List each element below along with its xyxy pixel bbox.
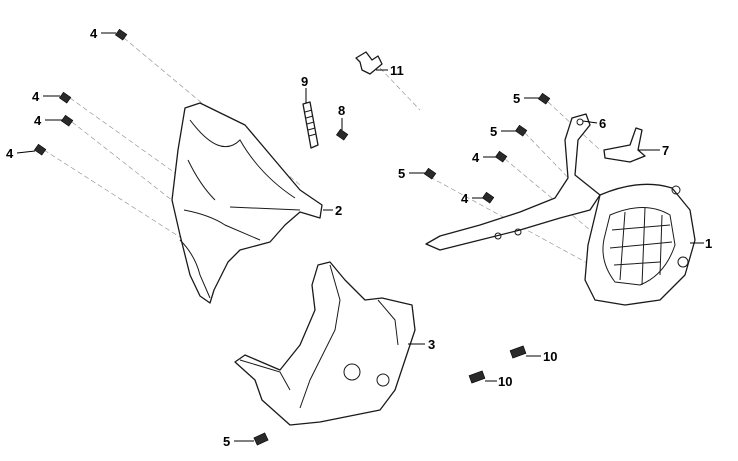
- callout-5: 5: [490, 124, 497, 139]
- callout-10: 10: [543, 349, 557, 364]
- bolt-icon: [482, 191, 495, 204]
- part-6-bracket-arm: [425, 113, 601, 251]
- bolt-icon: [59, 91, 72, 104]
- callout-1: 1: [705, 236, 712, 251]
- bolt-icon: [468, 370, 486, 384]
- part-7-clip-bracket: [603, 127, 646, 163]
- callout-9: 9: [301, 74, 308, 89]
- callout-5: 5: [513, 91, 520, 106]
- bolt-icon: [115, 28, 128, 41]
- callout-4: 4: [90, 26, 98, 41]
- part-3-lower-cover: [234, 261, 416, 426]
- bolt-icon: [336, 128, 349, 141]
- bolt-icon: [509, 345, 527, 359]
- callout-10: 10: [498, 374, 512, 389]
- callout-3: 3: [428, 337, 435, 352]
- bolts: [34, 28, 551, 446]
- callout-4: 4: [472, 150, 480, 165]
- part-11-clamp: [355, 51, 383, 75]
- part-2-upper-cover: [171, 102, 323, 304]
- leader-lines: [16, 32, 704, 442]
- callout-2: 2: [335, 203, 342, 218]
- callout-4: 4: [32, 89, 40, 104]
- bolt-icon: [515, 124, 528, 137]
- bolt-icon: [253, 432, 269, 446]
- bolt-icon: [495, 150, 508, 163]
- callout-4: 4: [34, 113, 42, 128]
- callout-7: 7: [662, 143, 669, 158]
- callout-8: 8: [338, 103, 345, 118]
- bolt-icon: [61, 114, 74, 127]
- callout-4: 4: [461, 191, 469, 206]
- callout-6: 6: [599, 116, 606, 131]
- part-9-stud: [302, 101, 319, 149]
- callout-labels: 4 4 4 4 4 4 5 5 5 5 1 2 3 6 7 8 9 10 10 …: [6, 26, 712, 449]
- callout-4: 4: [6, 146, 14, 161]
- bolt-icon: [424, 167, 437, 180]
- bolt-icon: [538, 92, 551, 105]
- bolt-icon: [34, 143, 47, 156]
- callout-5: 5: [398, 166, 405, 181]
- callout-11: 11: [390, 63, 404, 78]
- part-1-fan-shroud: [584, 183, 696, 306]
- callout-5: 5: [223, 434, 230, 449]
